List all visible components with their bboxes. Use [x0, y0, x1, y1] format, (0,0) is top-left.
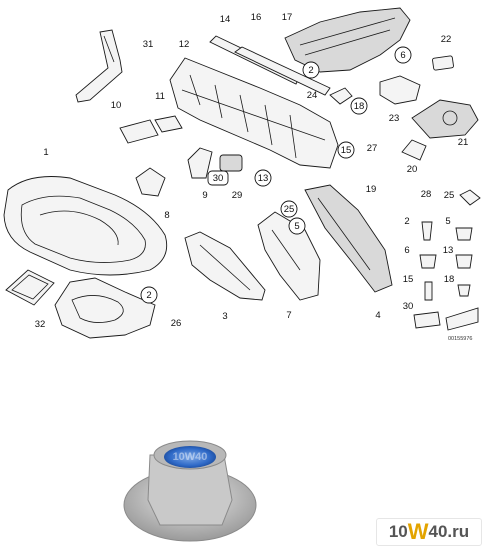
callout-circle-2 — [302, 61, 320, 79]
part-1-floor-mat — [3, 176, 168, 276]
callout-29: 29 — [232, 190, 243, 201]
callout-9: 9 — [202, 190, 207, 201]
callout-23: 23 — [389, 113, 400, 124]
callout-6: 6 — [400, 50, 405, 61]
callout-circle-25 — [280, 200, 298, 218]
part-photo: 10W40 — [112, 430, 262, 545]
callout-7: 7 — [286, 310, 291, 321]
callout-8: 8 — [164, 210, 169, 221]
callout-32: 32 — [35, 319, 46, 330]
part-10-11-pads — [119, 115, 183, 144]
callout-28: 28 — [421, 189, 432, 200]
callout-26: 26 — [171, 318, 182, 329]
callout-11: 11 — [155, 91, 165, 102]
callout-18-top: 18 — [354, 101, 365, 112]
part-26-lower-panel — [54, 277, 156, 339]
callout-4: 4 — [375, 310, 380, 321]
callout-27: 27 — [367, 143, 378, 154]
part-21-mount — [411, 99, 479, 139]
part-32-pad — [5, 269, 55, 306]
callout-2-top: 2 — [308, 65, 313, 76]
callout-3: 3 — [222, 311, 227, 322]
callout-circle-13 — [254, 169, 272, 187]
callout-19: 19 — [366, 184, 377, 195]
callout-5-right: 5 — [445, 216, 450, 227]
callout-20: 20 — [407, 164, 418, 175]
callout-labels: 14 16 17 31 12 22 2 6 11 10 24 18 23 1 1… — [35, 12, 469, 330]
part-31-bracket — [75, 29, 123, 103]
callout-15-top: 15 — [341, 145, 352, 156]
diagram-id: 00155976 — [448, 336, 472, 342]
callout-5-mid: 5 — [294, 221, 299, 232]
part-17-upper-cover — [284, 7, 411, 73]
part-8-bracket — [135, 167, 166, 197]
callout-1: 1 — [43, 147, 48, 158]
callout-13-right: 13 — [443, 245, 454, 256]
callout-30-right: 30 — [403, 301, 414, 312]
callout-13-mid: 13 — [258, 173, 269, 184]
callout-22: 22 — [441, 34, 452, 45]
callout-circle-2-left — [140, 286, 158, 304]
callout-15-right: 15 — [403, 274, 414, 285]
callout-2-right: 2 — [404, 216, 409, 227]
callout-circle-15 — [337, 141, 355, 159]
callout-31: 31 — [143, 39, 154, 50]
callout-2-left: 2 — [146, 290, 151, 301]
callout-circle-5 — [288, 217, 306, 235]
part-22-block — [432, 55, 454, 71]
callout-25-mid: 25 — [284, 204, 295, 215]
part-7-side-panel — [257, 211, 321, 301]
callout-10: 10 — [111, 100, 122, 111]
callout-30-mid: 30 — [213, 173, 224, 184]
callout-14: 14 — [220, 14, 231, 25]
callout-circle-18 — [350, 97, 368, 115]
callout-box-30 — [207, 170, 229, 186]
callout-17: 17 — [282, 12, 293, 23]
callout-25-right: 25 — [444, 190, 455, 201]
callout-24: 24 — [307, 90, 318, 101]
exploded-parts-diagram: 14 16 17 31 12 22 2 6 11 10 24 18 23 1 1… — [3, 7, 481, 342]
hardware-fasteners — [413, 189, 481, 331]
callout-16: 16 — [251, 12, 262, 23]
photo-blue-insert — [164, 446, 216, 468]
part-12-bulkhead — [169, 57, 339, 169]
photo-overlay-text: 10W40 — [173, 451, 208, 463]
part-4-5-tunnel-panel — [304, 184, 393, 293]
callout-18-right: 18 — [444, 274, 455, 285]
callout-6-right: 6 — [404, 245, 409, 256]
callout-12: 12 — [179, 39, 190, 50]
part-14-16-trim-strips — [209, 35, 331, 96]
callout-21: 21 — [458, 137, 469, 148]
callout-circle-6 — [394, 46, 412, 64]
part-3-side-trim — [184, 231, 266, 301]
part-20-clip — [401, 139, 427, 161]
part-9-29-30-small-parts — [187, 147, 243, 179]
part-23-24-pads — [329, 75, 421, 105]
